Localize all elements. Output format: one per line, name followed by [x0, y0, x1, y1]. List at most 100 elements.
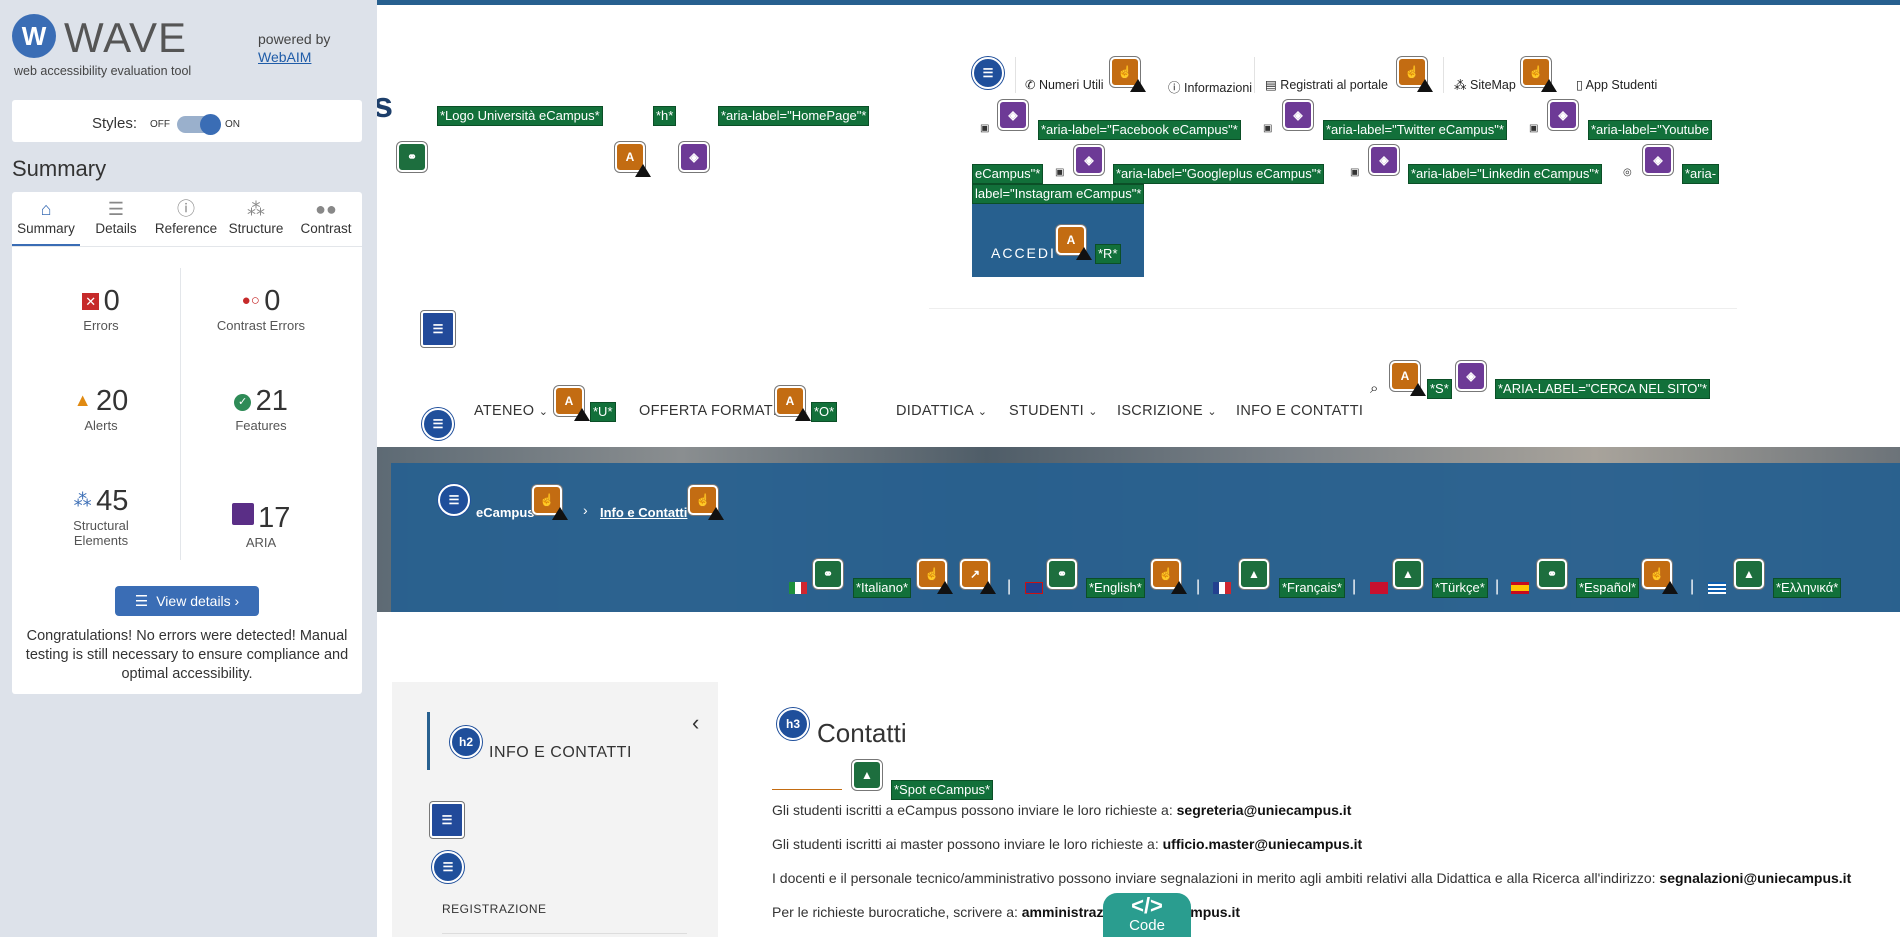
sitemap-label: SiteMap — [1469, 78, 1516, 92]
linked-image-icon[interactable]: ⚭ — [397, 142, 427, 172]
webaim-link[interactable]: WebAIM — [258, 49, 312, 65]
alert-icon[interactable]: ☝ — [1110, 57, 1146, 92]
flag-turkey-icon — [1370, 582, 1388, 594]
alert-icon[interactable]: ☝ — [1521, 57, 1557, 92]
tab-structure[interactable]: ⁂ Structure — [222, 197, 290, 236]
wave-tagline: web accessibility evaluation tool — [14, 64, 192, 78]
contrast-stat[interactable]: ●○ 0 Contrast Errors — [196, 285, 326, 333]
alert-icon[interactable]: ☝ — [1151, 559, 1187, 594]
nav-ateneo-label: ATENEO — [474, 403, 535, 419]
lang-turkce[interactable]: *Türkçe* — [1432, 578, 1488, 598]
instagram-icon[interactable]: ◎ — [1623, 167, 1632, 178]
alert-icon[interactable]: A — [775, 386, 811, 421]
aria-tag-icon[interactable]: ◈ — [1074, 145, 1104, 175]
linked-image-icon[interactable]: ⚭ — [1047, 559, 1077, 589]
alert-icon[interactable]: A — [554, 386, 590, 421]
aria-tag-icon[interactable]: ◈ — [1643, 145, 1673, 175]
sidebar-item-registrazione[interactable]: REGISTRAZIONE — [442, 902, 547, 916]
breadcrumb-current[interactable]: Info e Contatti — [600, 505, 688, 520]
tab-contrast[interactable]: ●● Contrast — [292, 197, 360, 236]
styles-on: ON — [225, 119, 240, 130]
nav-didattica[interactable]: DIDATTICA ⌄ — [896, 403, 987, 419]
email-link[interactable]: ufficio.master@uniecampus.it — [1162, 836, 1363, 852]
alert-icon[interactable]: ☝ — [688, 485, 724, 520]
alert-icon[interactable]: ☝ — [1642, 559, 1678, 594]
alert-icon[interactable]: A — [615, 142, 651, 177]
sidebar-accent-bar — [427, 712, 430, 770]
flag-france-icon — [1213, 582, 1231, 594]
nav-info-contatti[interactable]: INFO E CONTATTI — [1236, 403, 1363, 419]
breadcrumb-home[interactable]: eCampus — [476, 505, 535, 520]
view-details-label: View details › — [156, 593, 240, 609]
styles-switch[interactable] — [177, 114, 221, 135]
tab-reference[interactable]: ⓘ Reference — [152, 197, 220, 236]
sitemap-link[interactable]: ⁂ SiteMap — [1454, 78, 1516, 92]
email-link[interactable]: segnalazioni@uniecampus.it — [1659, 870, 1852, 886]
lang-francais[interactable]: *Français* — [1279, 578, 1345, 598]
error-icon: ✕ — [82, 293, 100, 310]
linked-image-icon[interactable]: ⚭ — [1537, 559, 1567, 589]
aria-tag-icon[interactable]: ◈ — [1548, 100, 1578, 130]
nav-iscrizione[interactable]: ISCRIZIONE ⌄ — [1117, 403, 1217, 419]
lang-italiano[interactable]: *Italiano* — [853, 578, 912, 598]
alert-icon[interactable]: ↗ — [960, 559, 996, 594]
sidebar-collapse-icon[interactable]: ‹ — [692, 710, 700, 735]
image-icon[interactable]: ▲ — [1239, 559, 1269, 589]
nav-studenti-label: STUDENTI — [1009, 403, 1084, 419]
aria-tag-icon[interactable]: ◈ — [1283, 100, 1313, 130]
email-link[interactable]: segreteria@uniecampus.it — [1176, 802, 1352, 818]
code-label: Code — [1129, 917, 1165, 934]
registrati-link[interactable]: ▤ Registrati al portale — [1265, 78, 1388, 92]
nav-ateneo[interactable]: ATENEO ⌄ — [474, 403, 548, 419]
list-structure-icon[interactable]: ☰ — [432, 851, 464, 883]
googleplus-icon[interactable]: ▣ — [1055, 167, 1065, 178]
css-icon[interactable]: ☰ — [430, 802, 464, 838]
errors-stat[interactable]: ✕ 0 Errors — [40, 285, 162, 333]
app-studenti-link[interactable]: ▯ App Studenti — [1576, 78, 1658, 92]
nav-studenti[interactable]: STUDENTI ⌄ — [1009, 403, 1098, 419]
linked-image-icon[interactable]: ⚭ — [813, 559, 843, 589]
features-stat[interactable]: ✓ 21 Features — [196, 385, 326, 433]
search-icon[interactable]: ⌕ — [1370, 380, 1379, 397]
divider — [1254, 57, 1255, 93]
lang-greek[interactable]: *Ελληνικά* — [1773, 578, 1842, 598]
informazioni-link[interactable]: ⓘ Informazioni — [1168, 81, 1253, 95]
list-icon: ☰ — [107, 199, 125, 219]
lang-english[interactable]: *English* — [1086, 578, 1145, 598]
list-structure-icon[interactable]: ☰ — [422, 408, 454, 440]
code-toggle-button[interactable]: </> Code — [1103, 893, 1191, 937]
site-logo-letter[interactable]: s — [377, 84, 394, 125]
summary-title: Summary — [12, 156, 107, 181]
css-icon[interactable]: ☰ — [421, 311, 455, 347]
aria-tag-icon[interactable]: ◈ — [1456, 361, 1486, 391]
flag-spain-icon — [1511, 582, 1529, 594]
chevron-down-icon: ⌄ — [1088, 406, 1098, 418]
view-details-button[interactable]: ☰ View details › — [115, 586, 259, 616]
aria-tag-icon[interactable]: ◈ — [998, 100, 1028, 130]
image-icon[interactable]: ▲ — [1393, 559, 1423, 589]
twitter-icon[interactable]: ▣ — [1263, 123, 1273, 134]
linkedin-icon[interactable]: ▣ — [1350, 167, 1360, 178]
youtube-icon[interactable]: ▣ — [1529, 123, 1539, 134]
facebook-icon[interactable]: ▣ — [980, 123, 990, 134]
structural-stat[interactable]: ⁂ 45 Structural Elements — [40, 485, 162, 548]
info-icon: ⓘ — [177, 199, 195, 219]
numeri-utili-link[interactable]: ✆ Numeri Utili — [1025, 78, 1104, 92]
alert-icon[interactable]: ☝ — [917, 559, 953, 594]
list-structure-icon[interactable]: ☰ — [438, 484, 470, 516]
aria-tag-icon[interactable]: ◈ — [1369, 145, 1399, 175]
aria-stat[interactable]: 17 ARIA — [196, 502, 326, 550]
alert-icon[interactable]: ☝ — [532, 485, 568, 520]
aria-tag-icon[interactable]: ◈ — [679, 142, 709, 172]
contrast-label: Contrast Errors — [216, 318, 306, 333]
alert-icon[interactable]: A — [1056, 225, 1092, 260]
tab-summary[interactable]: ⌂ Summary — [12, 197, 80, 247]
image-icon[interactable]: ▲ — [1734, 559, 1764, 589]
image-icon[interactable]: ▲ — [852, 760, 882, 790]
lang-espanol[interactable]: *Español* — [1576, 578, 1640, 598]
alerts-stat[interactable]: ▲ 20 Alerts — [40, 385, 162, 433]
list-structure-icon[interactable]: ☰ — [972, 57, 1004, 89]
tab-details[interactable]: ☰ Details — [82, 197, 150, 236]
alert-icon[interactable]: ☝ — [1397, 57, 1433, 92]
alert-icon[interactable]: A — [1390, 361, 1426, 396]
